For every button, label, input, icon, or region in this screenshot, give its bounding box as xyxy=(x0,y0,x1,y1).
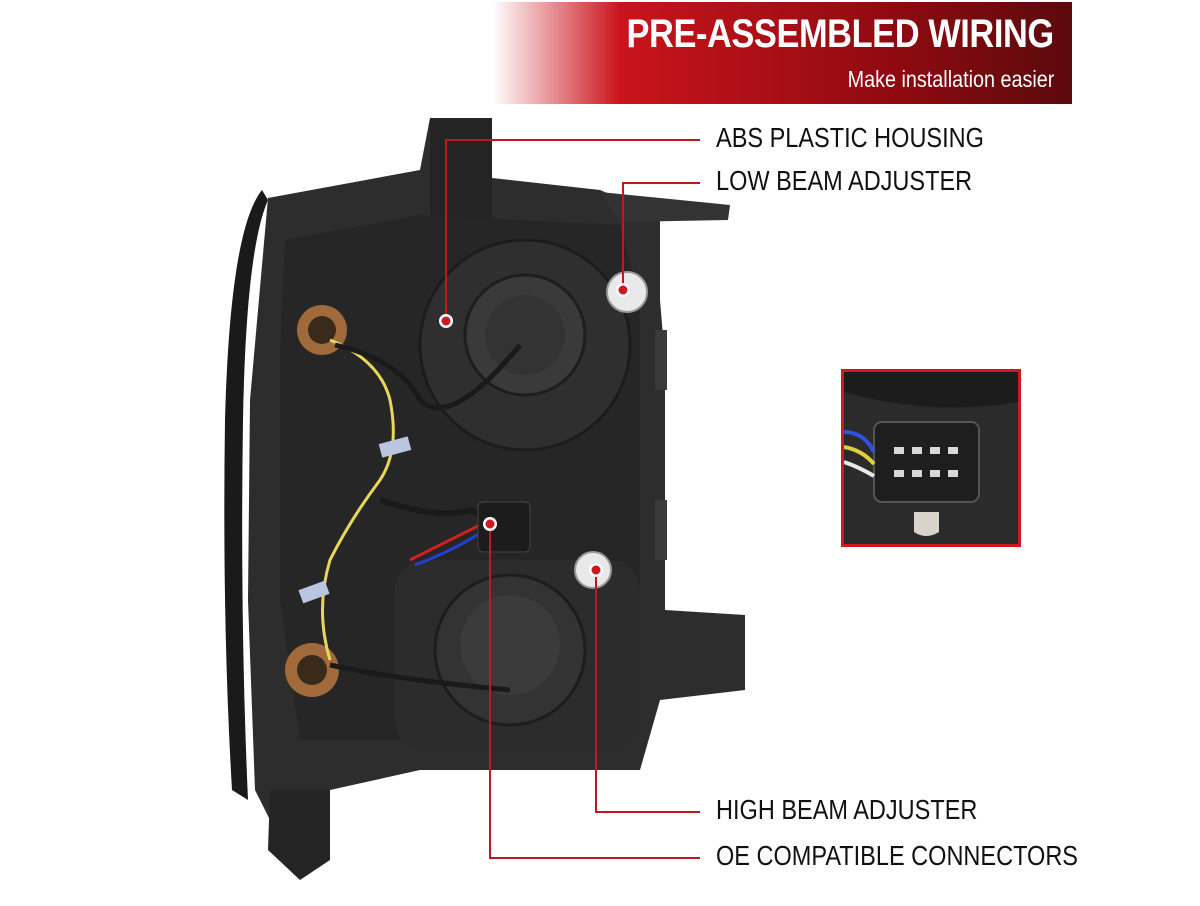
header-banner: PRE-ASSEMBLED WIRING Make installation e… xyxy=(492,2,1072,104)
banner-subtitle: Make installation easier xyxy=(847,66,1054,92)
callout-dot-icon xyxy=(439,283,630,577)
callout-low-beam-adjuster: LOW BEAM ADJUSTER xyxy=(716,165,973,196)
callout-abs-plastic-housing: ABS PLASTIC HOUSING xyxy=(716,122,984,153)
callout-high-beam-adjuster: HIGH BEAM ADJUSTER xyxy=(716,794,978,825)
banner-title: PRE-ASSEMBLED WIRING xyxy=(626,12,1055,56)
callout-oe-compatible-connectors: OE COMPATIBLE CONNECTORS xyxy=(716,840,1079,871)
connector-inset-image xyxy=(841,369,1021,547)
